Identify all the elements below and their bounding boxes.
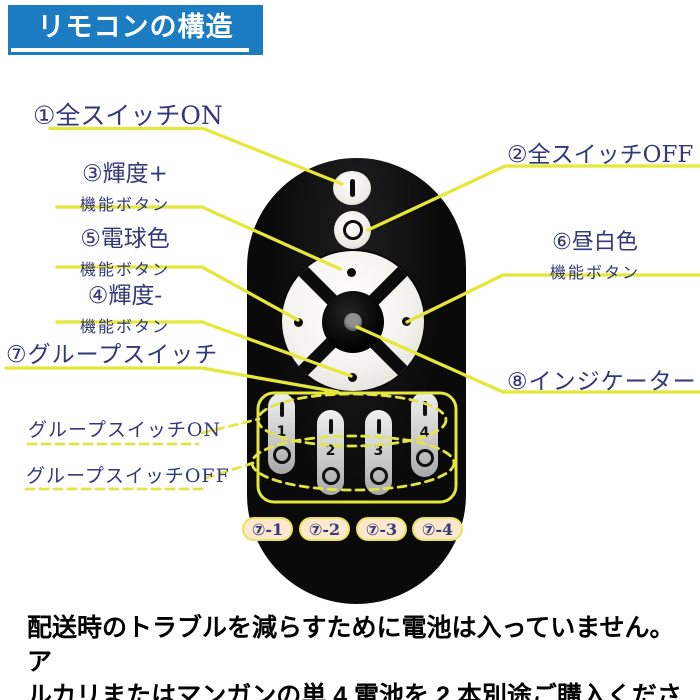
dpad-down-dot: [347, 372, 357, 382]
group-3-off-icon[interactable]: [369, 467, 388, 485]
power-off-ring-icon: [342, 220, 363, 240]
group-2-on-icon[interactable]: [328, 419, 333, 434]
group-2-off-icon[interactable]: [321, 467, 340, 485]
label-indicator: ⑧インジケーター: [507, 369, 697, 395]
group-1-off-icon[interactable]: [272, 446, 291, 464]
label-daylight-white: ⑥昼白色 機能ボタン: [528, 224, 662, 283]
group-switch-4[interactable]: 4: [411, 392, 438, 477]
label-brightness-plus: ③輝度+ 機能ボタン: [55, 154, 195, 215]
battery-notice-line2: ルカリまたはマンガンの単 4 電池を 2 本別途ご購入ください。: [27, 682, 682, 700]
group-1-on-icon[interactable]: [279, 402, 284, 417]
all-off-button[interactable]: [334, 211, 371, 249]
dpad-left-button[interactable]: [276, 300, 320, 344]
label-group-switch-on: グループスイッチON: [28, 419, 222, 441]
indicator-led: [344, 313, 362, 331]
group-4-number: 4: [419, 424, 430, 441]
group-1-number: 1: [276, 423, 287, 440]
badge-7-2: ⑦-2: [299, 517, 350, 541]
group-switch-2[interactable]: 2: [317, 410, 344, 495]
label-daylight-white-main: ⑥昼白色: [552, 230, 638, 255]
group-4-on-icon[interactable]: [422, 401, 427, 416]
badge-7-4: ⑦-4: [412, 517, 463, 541]
battery-notice-line1: 配送時のトラブルを減らすために電池は入っていません。ア: [27, 614, 675, 676]
label-brightness-plus-sub: 機能ボタン: [79, 195, 170, 214]
page-title: リモコンの構造: [37, 12, 234, 42]
dpad-right-button[interactable]: [384, 299, 428, 343]
label-all-switch-on: ①全スイッチON: [33, 101, 223, 130]
label-daylight-white-sub: 機能ボタン: [549, 263, 640, 282]
label-group-switch: ⑦グループスイッチ: [6, 342, 219, 368]
dpad-center: [322, 291, 384, 353]
dpad-up-dot: [346, 267, 356, 277]
label-brightness-plus-main: ③輝度+: [82, 161, 168, 187]
label-warm-white-main: ⑤電球色: [80, 226, 170, 252]
group-2-number: 2: [325, 442, 336, 459]
badge-7-1: ⑦-1: [242, 517, 293, 541]
group-4-off-icon[interactable]: [415, 449, 434, 467]
group-3-number: 3: [373, 442, 384, 459]
group-switch-1[interactable]: 1: [268, 393, 295, 474]
dpad-left-dot: [293, 317, 303, 327]
label-brightness-minus-main: ④輝度-: [87, 283, 163, 309]
label-warm-white: ⑤電球色 機能ボタン: [55, 219, 195, 280]
page-title-badge: リモコンの構造: [8, 5, 263, 55]
label-brightness-minus: ④輝度- 機能ボタン: [55, 276, 195, 337]
label-group-switch-off: グループスイッチOFF: [26, 465, 230, 487]
dpad-down-button[interactable]: [319, 357, 385, 397]
label-brightness-minus-sub: 機能ボタン: [79, 317, 170, 336]
label-all-switch-off: ②全スイッチOFF: [507, 142, 694, 168]
battery-notice: 配送時のトラブルを減らすために電池は入っていません。ア ルカリまたはマンガンの単…: [27, 611, 687, 700]
dpad-right-dot: [401, 316, 411, 326]
dpad-up-button[interactable]: [318, 252, 384, 292]
group-3-on-icon[interactable]: [376, 419, 381, 434]
power-on-bar-icon: [349, 179, 355, 197]
all-on-button[interactable]: [333, 171, 371, 205]
title-underline: [11, 48, 249, 52]
badge-7-3: ⑦-3: [356, 517, 407, 541]
group-switch-3[interactable]: 3: [365, 410, 392, 495]
